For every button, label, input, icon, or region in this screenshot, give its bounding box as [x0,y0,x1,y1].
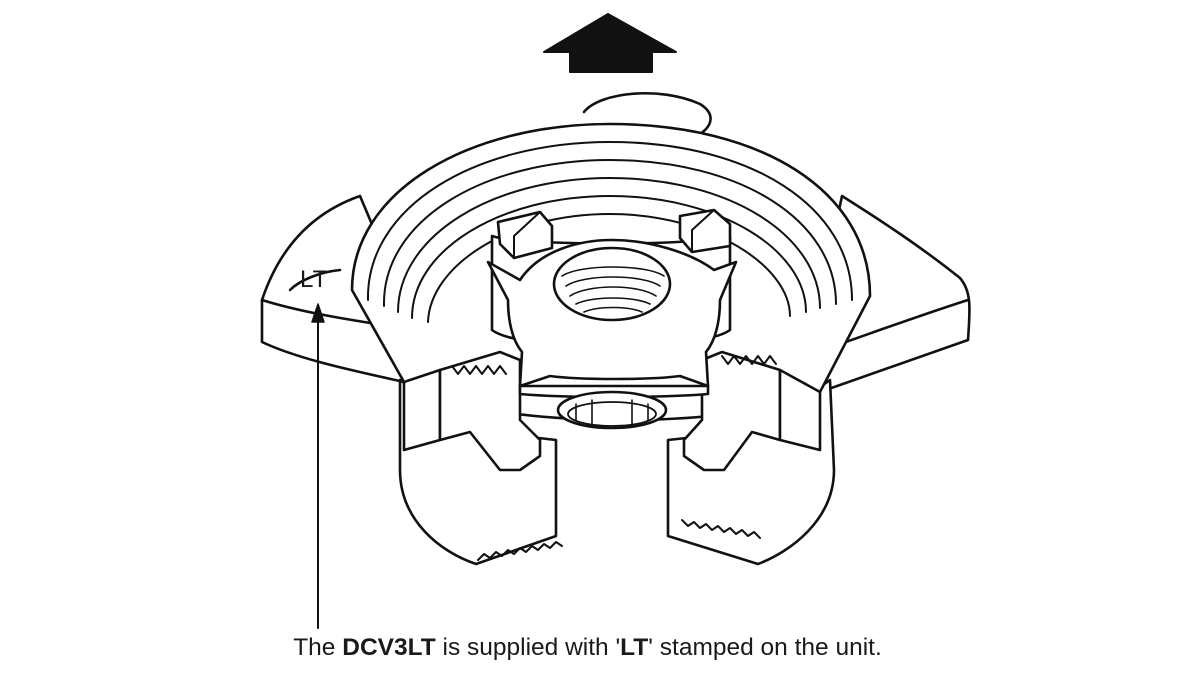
seat-ring-grooves [366,141,853,323]
guide-lug-right [678,208,732,254]
flow-direction-arrow-icon [543,13,677,73]
stamp-label-lt: LT [300,266,329,293]
section-face-right [778,368,822,452]
caption-suffix: ' stamped on the unit. [648,634,882,661]
guide-lug-left [496,210,554,260]
caption-model-name: DCV3LT [342,634,436,661]
section-face-left-inner [438,350,542,472]
caption-stamp-text: LT [620,634,649,661]
disc-centre-bore [552,246,672,322]
valve-body-rear-lobe [582,91,712,136]
spring-coil [556,390,668,430]
caption-middle: is supplied with ' [435,634,621,661]
disc-bore-threads [561,266,665,313]
section-face-left [402,368,442,452]
figure-caption: The DCV3LT is supplied with 'LT' stamped… [0,634,1175,662]
caption-prefix: The [293,634,343,661]
